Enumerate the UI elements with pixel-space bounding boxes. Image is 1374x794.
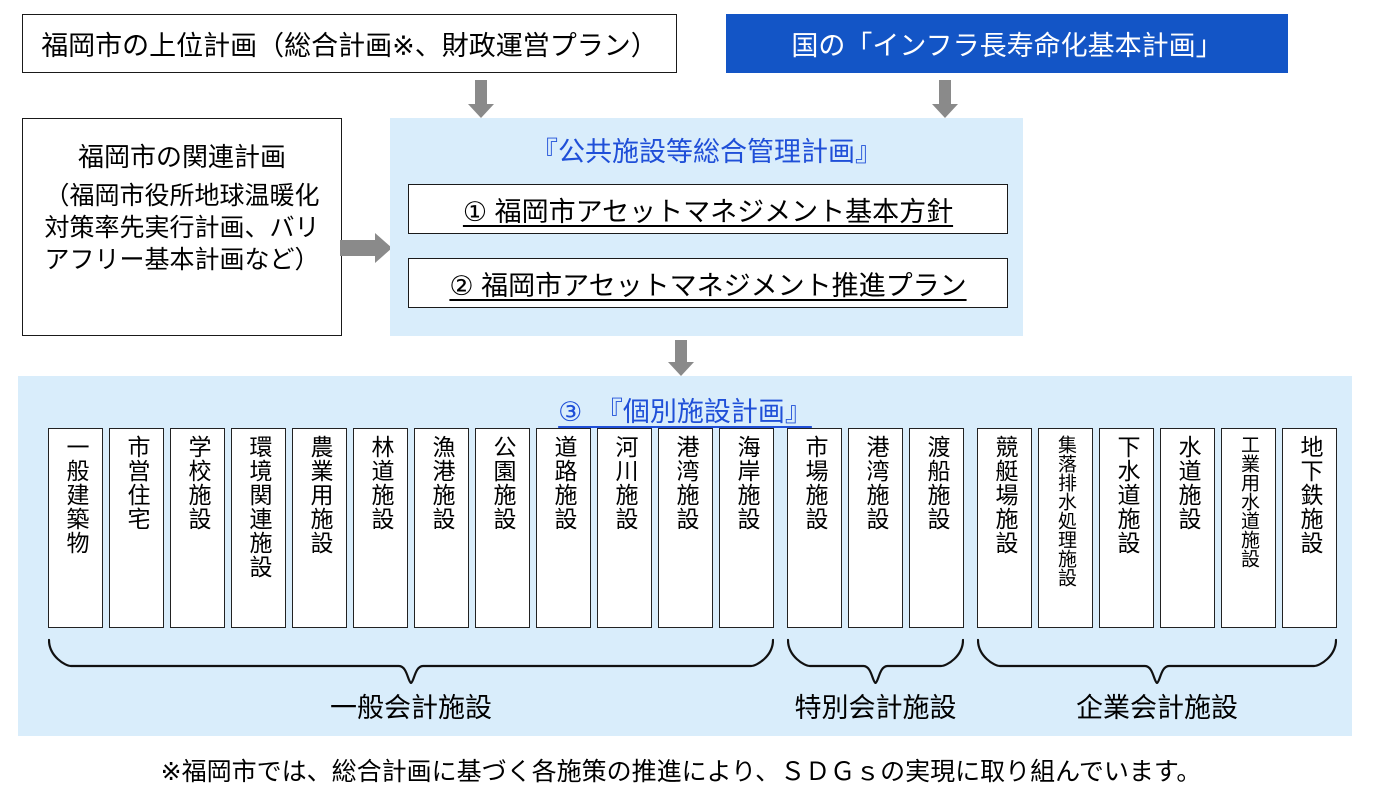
facility-box[interactable]: 地下鉄施設 [1282, 428, 1337, 628]
facility-label: 海岸施設 [734, 435, 760, 531]
facility-box[interactable]: 海岸施設 [719, 428, 774, 628]
facility-box[interactable]: 道路施設 [536, 428, 591, 628]
facility-box[interactable]: 環境関連施設 [231, 428, 286, 628]
facility-label: 港湾施設 [863, 435, 889, 531]
related-plan-detail: （福岡市役所地球温暖化対策率先実行計画、バリアフリー基本計画など） [44, 181, 320, 274]
plan-item-promotion-plan[interactable]: ② 福岡市アセットマネジメント推進プラン [408, 258, 1008, 308]
facility-box[interactable]: 工業用水道施設 [1221, 428, 1276, 628]
individual-plan-title-label: ③ 『個別施設計画』 [558, 397, 812, 427]
facility-label: 林道施設 [368, 435, 394, 531]
facility-label: 漁港施設 [429, 435, 455, 531]
group-brace [977, 638, 1337, 684]
facility-box[interactable]: 一般建築物 [48, 428, 103, 628]
accounting-group-label: 一般会計施設 [330, 693, 492, 723]
plan-item-basic-policy[interactable]: ① 福岡市アセットマネジメント基本方針 [408, 184, 1008, 234]
arrow-down-icon-upper-plan [468, 80, 494, 118]
facility-label: 水道施設 [1175, 435, 1201, 531]
facility-label: 渡船施設 [924, 435, 950, 531]
facility-box[interactable]: 港湾施設 [658, 428, 713, 628]
facility-box[interactable]: 林道施設 [353, 428, 408, 628]
facility-label: 市営住宅 [124, 435, 150, 531]
individual-plan-title: ③ 『個別施設計画』 [18, 390, 1352, 429]
facility-box[interactable]: 漁港施設 [414, 428, 469, 628]
footnote-text: ※福岡市では、総合計画に基づく各施策の推進により、ＳＤＧｓの実現に取り組んでいま… [160, 758, 1202, 786]
facility-box[interactable]: 学校施設 [170, 428, 225, 628]
facility-label: 公園施設 [490, 435, 516, 531]
facility-box[interactable]: 市場施設 [787, 428, 842, 628]
facility-label: 地下鉄施設 [1297, 435, 1323, 555]
facility-label: 港湾施設 [673, 435, 699, 531]
facility-box[interactable]: 市営住宅 [109, 428, 164, 628]
city-upper-plan-label: 福岡市の上位計画（総合計画※、財政運営プラン） [41, 31, 658, 61]
facility-label: 競艇場施設 [992, 435, 1018, 555]
facility-label: 環境関連施設 [246, 435, 272, 579]
facility-box[interactable]: 公園施設 [475, 428, 530, 628]
accounting-group-label: 企業会計施設 [1076, 693, 1238, 723]
facility-label: 一般建築物 [63, 435, 89, 555]
facility-box[interactable]: 集落排水処理施設 [1038, 428, 1093, 628]
accounting-group-label: 特別会計施設 [794, 693, 957, 723]
facility-label: 集落排水処理施設 [1055, 435, 1076, 587]
plan-item-promotion-plan-label: ② 福岡市アセットマネジメント推進プラン [449, 270, 967, 301]
facility-label: 河川施設 [612, 435, 638, 531]
facility-label: 道路施設 [551, 435, 577, 531]
accounting-group-brackets [18, 638, 1352, 686]
facility-label: 農業用施設 [307, 435, 333, 555]
plan-item-basic-policy-label: ① 福岡市アセットマネジメント基本方針 [462, 196, 954, 227]
facility-box[interactable]: 渡船施設 [909, 428, 964, 628]
facility-box[interactable]: 水道施設 [1160, 428, 1215, 628]
facility-label: 市場施設 [802, 435, 828, 531]
facility-label: 学校施設 [185, 435, 211, 531]
facility-box[interactable]: 競艇場施設 [977, 428, 1032, 628]
comprehensive-plan-title: 『公共施設等総合管理計画』 [531, 137, 882, 167]
related-plan-box: 福岡市の関連計画 （福岡市役所地球温暖化対策率先実行計画、バリアフリー基本計画な… [22, 118, 342, 336]
group-brace [787, 638, 964, 684]
individual-facility-plan-panel: ③ 『個別施設計画』 一般建築物 市営住宅 学校施設 環境関連施設 農業用施設 林道施設 漁… [18, 376, 1352, 736]
facility-label: 下水道施設 [1114, 435, 1140, 555]
related-plan-title: 福岡市の関連計画 [77, 142, 286, 172]
national-plan-label: 国の「インフラ長寿命化基本計画」 [791, 31, 1223, 61]
arrow-right-icon-related-plan [340, 233, 392, 263]
facility-box[interactable]: 港湾施設 [848, 428, 903, 628]
city-upper-plan-box: 福岡市の上位計画（総合計画※、財政運営プラン） [22, 14, 677, 73]
arrow-down-icon-to-individual-plans [668, 340, 694, 376]
national-plan-box: 国の「インフラ長寿命化基本計画」 [726, 14, 1288, 73]
facility-label: 工業用水道施設 [1238, 435, 1259, 568]
facility-box[interactable]: 下水道施設 [1099, 428, 1154, 628]
facility-box[interactable]: 河川施設 [597, 428, 652, 628]
facility-box[interactable]: 農業用施設 [292, 428, 347, 628]
group-brace [48, 638, 774, 684]
arrow-down-icon-national-plan [932, 80, 958, 118]
